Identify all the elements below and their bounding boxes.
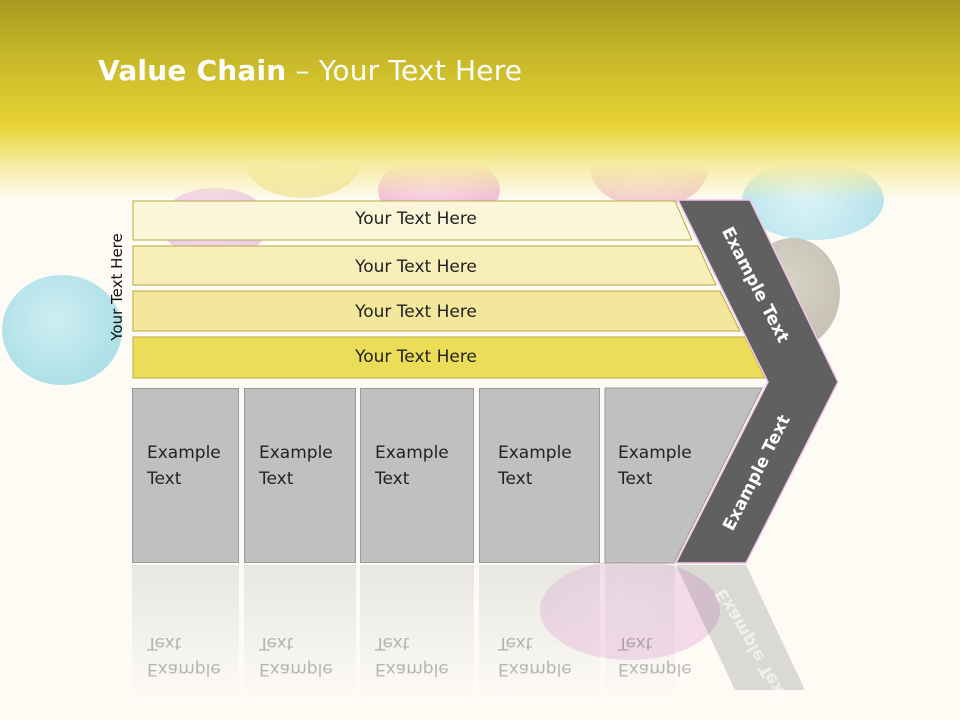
title-bold: Value Chain	[98, 54, 287, 87]
box-3-line-1: Example	[375, 443, 449, 463]
reflection-4-line-2: Text	[498, 633, 533, 653]
box-reflection-text-2: Example Text	[259, 630, 359, 682]
box-reflection-text-3: Example Text	[375, 630, 475, 682]
reflection-4-line-1: Example	[498, 659, 572, 679]
box-reflection-text-4: Example Text	[498, 630, 598, 682]
title-rest: – Your Text Here	[286, 54, 523, 87]
side-label: Your Text Here	[108, 233, 126, 341]
box-4-line-1: Example	[498, 443, 572, 463]
support-bar-label-3: Your Text Here	[355, 302, 477, 322]
reflection-3-line-1: Example	[375, 659, 449, 679]
header-band	[0, 0, 960, 200]
box-5-line-2: Text	[618, 469, 653, 489]
box-reflection-text-1: Example Text	[147, 630, 247, 682]
value-chevron	[674, 199, 839, 564]
support-bar-2	[132, 245, 717, 286]
box-reflection-3	[360, 565, 474, 700]
reflection-2-line-2: Text	[259, 633, 294, 653]
box-5-line-1: Example	[618, 443, 692, 463]
support-bar-label-2: Your Text Here	[355, 257, 477, 277]
primary-box-3	[360, 388, 474, 563]
macaron-blue-left	[2, 275, 122, 385]
box-reflection-5	[605, 565, 675, 700]
slide-title: Value Chain – Your Text Here	[98, 54, 522, 87]
primary-box-5	[604, 387, 763, 564]
primary-box-2	[244, 388, 356, 563]
support-bar-1	[132, 200, 693, 241]
box-2-line-2: Text	[259, 469, 294, 489]
reflection-1-line-2: Text	[147, 633, 182, 653]
support-bar-3	[132, 290, 741, 332]
macaron-pink-reflection	[540, 560, 720, 660]
support-bar-label-4: Your Text Here	[355, 347, 477, 367]
box-2-line-1: Example	[259, 443, 333, 463]
box-reflection-text-5: Example Text	[618, 630, 718, 682]
reflection-1-line-1: Example	[147, 659, 221, 679]
reflection-2-line-1: Example	[259, 659, 333, 679]
box-reflection-2	[244, 565, 356, 700]
reflection-3-line-2: Text	[375, 633, 410, 653]
box-4-line-2: Text	[498, 469, 533, 489]
primary-box-1	[132, 388, 239, 563]
box-reflection-1	[132, 565, 239, 700]
reflection-5-line-2: Text	[618, 633, 653, 653]
support-bar-4	[132, 336, 766, 379]
support-bar-label-1: Your Text Here	[355, 209, 477, 229]
box-1-line-2: Text	[147, 469, 182, 489]
box-reflection-4	[479, 565, 600, 700]
reflection-5-line-1: Example	[618, 659, 692, 679]
value-chevron-reflection	[676, 565, 805, 690]
primary-box-4	[479, 388, 600, 563]
box-1-line-1: Example	[147, 443, 221, 463]
box-3-line-2: Text	[375, 469, 410, 489]
